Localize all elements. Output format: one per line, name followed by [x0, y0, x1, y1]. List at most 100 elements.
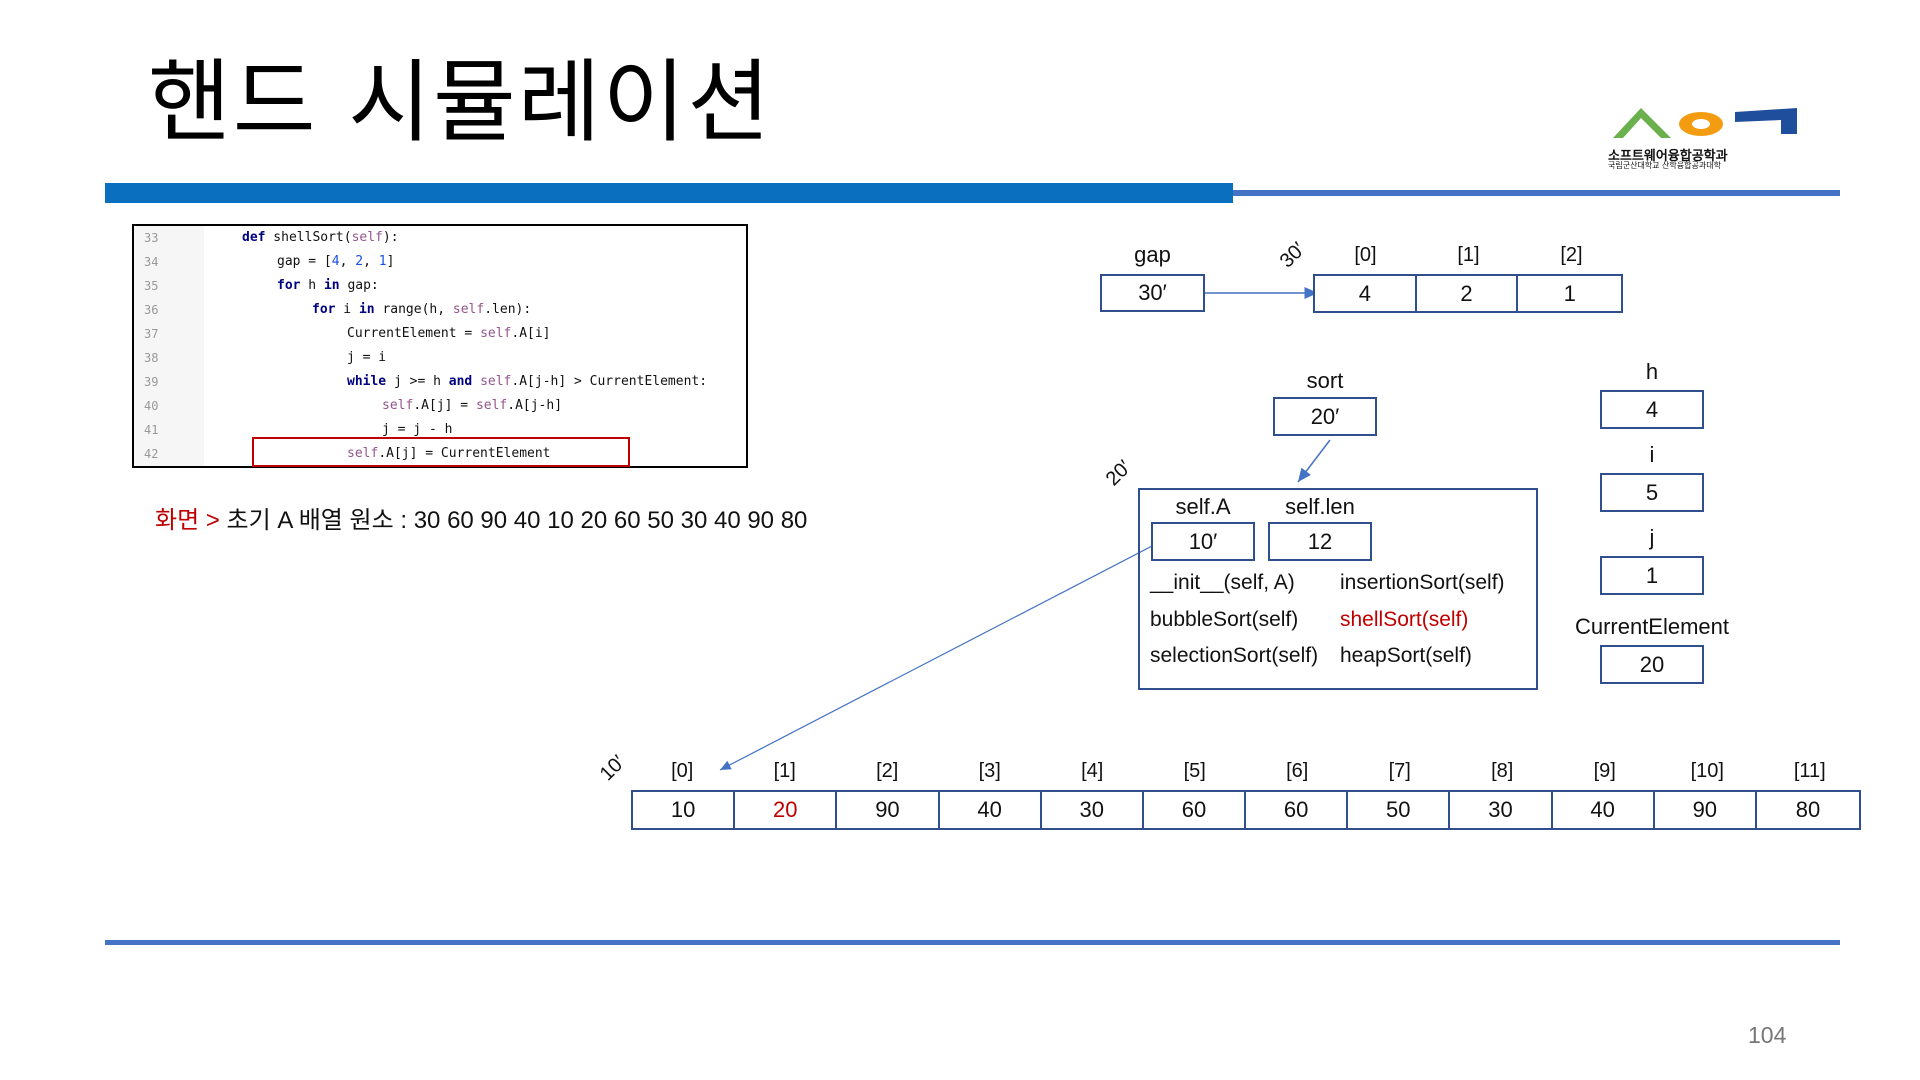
- current-line-highlight: [252, 437, 630, 467]
- line-number: 37: [144, 327, 159, 341]
- sort-pointer-arrow: [1297, 439, 1331, 483]
- gap-index: [2]: [1560, 244, 1583, 266]
- initial-array-caption: 화면 > 초기 A 배열 원소 : 30 60 90 40 10 20 60 5…: [155, 500, 807, 535]
- selflen-label: self.len: [1285, 494, 1355, 519]
- h-label: h: [1645, 359, 1659, 384]
- h-variable-box: 4: [1600, 390, 1704, 429]
- gap-array-indices: [0] [1] [2]: [1314, 244, 1624, 267]
- line-number: 36: [144, 303, 159, 317]
- i-variable-box: 5: [1600, 473, 1704, 512]
- screen-label: 화면: [155, 507, 200, 534]
- method-insertionsort: insertionSort(self): [1340, 571, 1505, 594]
- code-text: while j >= h and self.A[j-h] > CurrentEl…: [347, 374, 708, 389]
- gap-cell: 4: [1315, 276, 1417, 311]
- page-number: 104: [1748, 1022, 1787, 1048]
- array-index: [9]: [1593, 760, 1616, 782]
- gap-array-address: 30′: [1275, 238, 1310, 273]
- sort-label: sort: [1306, 368, 1344, 393]
- line-number: 33: [144, 231, 159, 245]
- array-cell: 90: [1655, 792, 1757, 828]
- gap-cell: 1: [1563, 280, 1576, 306]
- method-bubblesort: bubbleSort(self): [1150, 608, 1299, 631]
- gap-index: [1]: [1457, 244, 1480, 266]
- logo-name: 소프트웨어융합공학과: [1608, 149, 1728, 164]
- sort-variable-box: 20′: [1273, 397, 1377, 436]
- code-text: for i in range(h, self.len):: [312, 302, 532, 317]
- line-number: 35: [144, 279, 159, 293]
- caption-arrow: >: [205, 507, 220, 534]
- code-line: 33 def shellSort(self):: [134, 226, 746, 250]
- array-cell: 30: [1042, 792, 1144, 828]
- method-heapsort: heapSort(self): [1340, 644, 1472, 667]
- array-index: [6]: [1286, 760, 1309, 782]
- line-number: 42: [144, 447, 159, 461]
- j-variable-box: 1: [1600, 556, 1704, 595]
- code-text: j = i: [347, 350, 387, 365]
- array-cell: 30: [1450, 792, 1553, 828]
- title-underline-thick: [105, 183, 1233, 203]
- selfA-pointer-arrow: [719, 545, 1153, 771]
- array-indices: [0][1][2][3][4][5][6][7][8][9][10][11]: [631, 760, 1861, 783]
- department-logo-icon: [1613, 108, 1797, 138]
- page-title: 핸드 시뮬레이션: [148, 50, 773, 155]
- code-text: j = j - h: [382, 422, 453, 437]
- code-line: 34 gap = [4, 2, 1]: [134, 250, 746, 274]
- code-text: for h in gap:: [277, 278, 379, 293]
- array-cell: 40: [1553, 792, 1655, 828]
- array-index: [7]: [1388, 760, 1411, 782]
- line-number: 38: [144, 351, 159, 365]
- title-underline-thin: [1233, 190, 1840, 196]
- method-init: __init__(self, A): [1150, 571, 1295, 594]
- gap-array: 4 2 1: [1313, 274, 1623, 313]
- object-address: 20′: [1101, 456, 1136, 491]
- code-line: 39 while j >= h and self.A[j-h] > Current…: [134, 370, 746, 394]
- code-line: 38 j = i: [134, 346, 746, 370]
- footer-line: [105, 940, 1840, 945]
- gap-index: [0]: [1354, 244, 1377, 266]
- array-cell: 60: [1246, 792, 1349, 828]
- code-text: self.A[j] = self.A[j-h]: [382, 398, 563, 413]
- array-cell: 60: [1144, 792, 1247, 828]
- line-number: 39: [144, 375, 159, 389]
- line-number: 41: [144, 423, 159, 437]
- selfA-box: 10′: [1151, 522, 1255, 561]
- selfA-label: self.A: [1175, 494, 1231, 519]
- code-text: CurrentElement = self.A[i]: [347, 326, 551, 341]
- currentelement-variable-box: 20: [1600, 645, 1704, 684]
- line-number-gutter: [134, 226, 204, 466]
- array-cell: 80: [1795, 797, 1821, 822]
- method-selectionsort: selectionSort(self): [1150, 644, 1319, 667]
- gap-cell: 2: [1417, 276, 1519, 311]
- i-label: i: [1649, 442, 1655, 467]
- code-text: def shellSort(self):: [242, 230, 399, 245]
- caption-text: 초기 A 배열 원소 : 30 60 90 40 10 20 60 50 30 …: [226, 507, 808, 534]
- gap-label: gap: [1134, 242, 1171, 267]
- array-index: [5]: [1183, 760, 1206, 782]
- array-address: 10′: [595, 751, 630, 786]
- line-number: 34: [144, 255, 159, 269]
- array-index: [10]: [1690, 760, 1724, 782]
- code-line: 35 for h in gap:: [134, 274, 746, 298]
- gap-variable-box: 30′: [1100, 274, 1205, 312]
- array-index: [0]: [671, 760, 694, 782]
- currentelement-label: CurrentElement: [1574, 614, 1730, 639]
- array-index: [4]: [1081, 760, 1104, 782]
- array-cell: 90: [837, 792, 940, 828]
- array-index: [8]: [1491, 760, 1514, 782]
- selflen-box: 12: [1268, 522, 1372, 561]
- j-label: j: [1649, 525, 1655, 550]
- code-line: 36 for i in range(h, self.len):: [134, 298, 746, 322]
- sort-object: [1138, 488, 1538, 690]
- array-index: [2]: [876, 760, 899, 782]
- array-index: [3]: [978, 760, 1001, 782]
- array-cell: 50: [1348, 792, 1451, 828]
- code-text: gap = [4, 2, 1]: [277, 254, 395, 269]
- array-cell: 20: [735, 792, 838, 828]
- array-index: [11]: [1793, 760, 1826, 782]
- logo-subtitle: 국립군산대학교 산학융합공과대학: [1608, 161, 1721, 170]
- code-line: 41 j = j - h: [134, 418, 746, 442]
